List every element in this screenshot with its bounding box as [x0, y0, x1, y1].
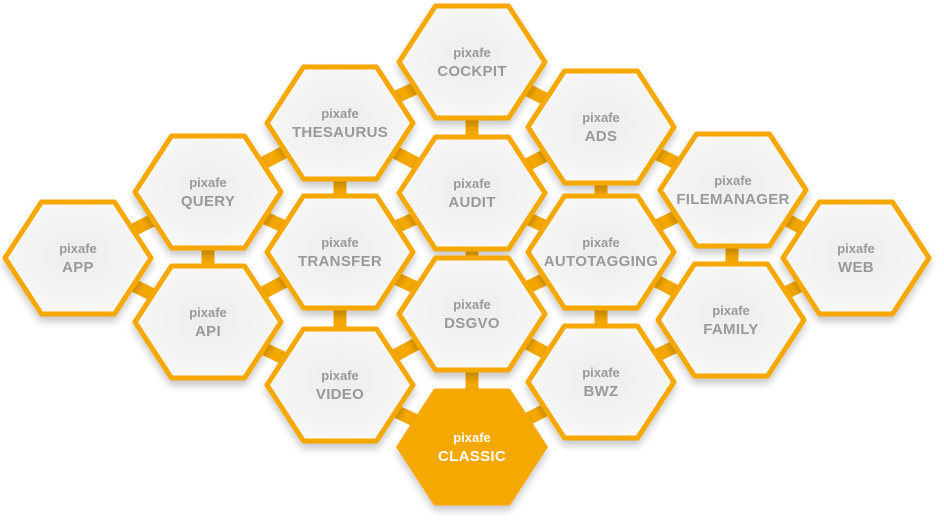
hex-shape — [396, 134, 548, 252]
hex-shape — [132, 263, 284, 381]
hex-shape — [2, 199, 154, 317]
hex-shape — [264, 193, 416, 311]
hex-shape — [264, 326, 416, 444]
hex-shape — [396, 255, 548, 373]
hex-shape — [525, 323, 677, 441]
hex-shape — [396, 388, 548, 506]
node-layer: pixafeCOCKPITpixafeTHESAURUSpixafeADSpix… — [2, 3, 932, 506]
hex-shape — [525, 68, 677, 186]
hex-shape — [396, 3, 548, 121]
hex-shape — [132, 133, 284, 251]
hex-shape — [264, 64, 416, 182]
hex-shape — [780, 199, 932, 317]
hex-shape — [657, 131, 809, 249]
hex-shape — [655, 261, 807, 379]
hex-shape — [525, 193, 677, 311]
